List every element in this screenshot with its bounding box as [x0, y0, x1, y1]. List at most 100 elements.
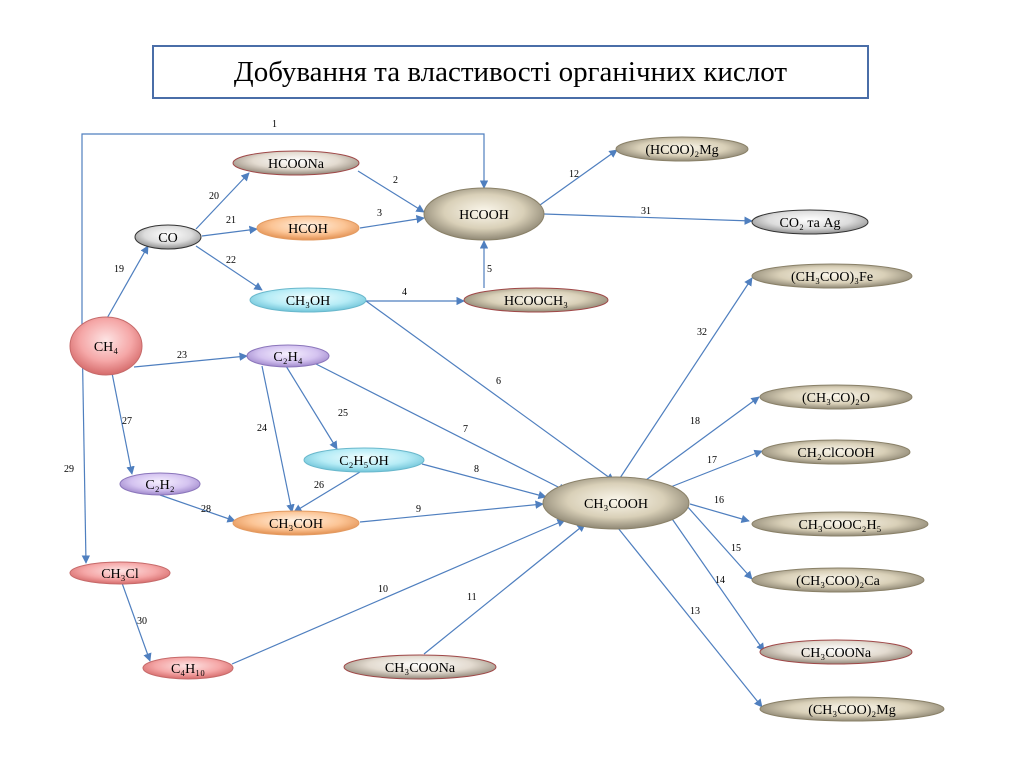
- edge-label-3: 3: [377, 208, 382, 219]
- edge-7: [315, 363, 567, 492]
- edge-27: [111, 372, 135, 475]
- node-anhydride: (CH₃CO)₂O: [759, 384, 913, 410]
- node-co: CO: [134, 224, 202, 250]
- edge-28: [159, 494, 236, 523]
- edge-32: [619, 277, 753, 479]
- svg-text:(CH₃COO)₂Ca: (CH₃COO)₂Ca: [796, 574, 880, 589]
- svg-text:HCOOCH₃: HCOOCH₃: [504, 294, 568, 309]
- svg-text:CH₃COOC₂H₅: CH₃COOC₂H₅: [798, 518, 881, 533]
- node-ch4: CH₄: [69, 316, 143, 376]
- edge-labels: 1 2 3 4 5 6 7 8 9 10 11 12 13 14 15 16 1…: [64, 119, 741, 627]
- svg-text:CO: CO: [158, 231, 177, 246]
- edge-label-24: 24: [257, 423, 267, 434]
- edge-9: [359, 500, 544, 523]
- node-hcoo2mg: (HCOO)₂Mg: [615, 136, 749, 162]
- edge-label-1: 1: [272, 119, 277, 130]
- edge-16: [689, 503, 750, 523]
- svg-text:HCOONa: HCOONa: [268, 157, 325, 172]
- node-ch3coo3fe: (CH₃COO)₃Fe: [751, 263, 913, 289]
- node-hcooh: HCOOH: [423, 187, 545, 241]
- edge-14: [667, 512, 765, 652]
- edge-label-6: 6: [496, 376, 501, 387]
- edge-12: [539, 149, 618, 206]
- edge-26: [293, 471, 361, 513]
- node-c2h4: C₂H₄: [246, 344, 330, 368]
- edge-18: [645, 396, 760, 481]
- node-hcooch3: HCOOCH₃: [463, 287, 609, 313]
- edge-label-4: 4: [402, 287, 407, 298]
- edge-30: [121, 582, 152, 662]
- edge-31: [543, 213, 753, 225]
- node-c4h10: C₄H₁₀: [142, 656, 234, 680]
- svg-text:(CH₃COO)₂Mg: (CH₃COO)₂Mg: [808, 703, 896, 718]
- edge-24: [261, 365, 295, 513]
- svg-text:HCOH: HCOH: [288, 222, 328, 237]
- edge-22: [195, 245, 263, 291]
- node-chloroacetic-acid: CH₂ClCOOH: [761, 439, 911, 465]
- svg-text:C₂H₂: C₂H₂: [145, 478, 174, 493]
- node-ch3coh: CH₃COH: [232, 510, 360, 536]
- page-title: Добування та властивості органічних кисл…: [233, 55, 788, 88]
- svg-text:(CH₃CO)₂O: (CH₃CO)₂O: [802, 391, 870, 406]
- reaction-arrows: [81, 133, 765, 708]
- node-c2h5oh: C₂H₅OH: [303, 447, 425, 473]
- svg-text:CH₃COOH: CH₃COOH: [584, 497, 648, 512]
- node-ethyl-acetate: CH₃COOC₂H₅: [751, 511, 929, 537]
- edge-20: [195, 172, 250, 230]
- edge-label-16: 16: [714, 495, 724, 506]
- edge-label-26: 26: [314, 480, 324, 491]
- edge-15: [685, 504, 753, 580]
- edge-label-31: 31: [641, 206, 651, 217]
- title-box: Добування та властивості органічних кисл…: [152, 45, 869, 99]
- edge-label-22: 22: [226, 255, 236, 266]
- edge-19: [105, 245, 149, 321]
- edge-25: [285, 365, 338, 450]
- edge-23: [133, 352, 248, 368]
- edge-label-10: 10: [378, 584, 388, 595]
- node-co2ag: CO₂ та Ag: [751, 209, 869, 235]
- edge-29: [81, 329, 91, 564]
- node-ch3cl: CH₃Cl: [69, 561, 171, 585]
- node-hcoona: HCOONa: [232, 150, 360, 176]
- edge-label-32: 32: [697, 327, 707, 338]
- edge-label-8: 8: [474, 464, 479, 475]
- svg-text:CH₃COH: CH₃COH: [269, 517, 323, 532]
- svg-text:CH₂ClCOOH: CH₂ClCOOH: [797, 446, 874, 461]
- edge-label-17: 17: [707, 455, 717, 466]
- edge-8: [421, 463, 547, 500]
- svg-text:CO₂ та Ag: CO₂ та Ag: [780, 216, 841, 231]
- edge-3: [359, 215, 425, 229]
- reaction-nodes: CH₄ CO HCOONa HCOH CH₃OH HCOOH HCOOCH₃: [69, 136, 945, 722]
- svg-text:C₂H₅OH: C₂H₅OH: [339, 454, 388, 469]
- edge-11: [423, 523, 586, 655]
- node-calcium-acetate: (CH₃COO)₂Ca: [751, 567, 925, 593]
- node-ch3cooh: CH₃COOH: [542, 476, 690, 530]
- edge-label-23: 23: [177, 350, 187, 361]
- edge-label-28: 28: [201, 504, 211, 515]
- svg-text:CH₄: CH₄: [94, 340, 118, 355]
- svg-text:C₄H₁₀: C₄H₁₀: [171, 662, 205, 677]
- edge-label-25: 25: [338, 408, 348, 419]
- svg-text:(HCOO)₂Mg: (HCOO)₂Mg: [645, 143, 718, 158]
- edge-label-29: 29: [64, 464, 74, 475]
- svg-text:(CH₃COO)₃Fe: (CH₃COO)₃Fe: [791, 270, 873, 285]
- edge-13: [617, 527, 763, 708]
- edge-21: [201, 225, 258, 237]
- node-hcoh: HCOH: [256, 215, 360, 241]
- svg-text:C₂H₄: C₂H₄: [273, 350, 302, 365]
- edge-label-15: 15: [731, 543, 741, 554]
- node-sodium-acetate: CH₃COONa: [759, 639, 913, 665]
- svg-text:HCOOH: HCOOH: [459, 208, 509, 223]
- edge-label-13: 13: [690, 606, 700, 617]
- node-ch3coona-source: CH₃COONa: [343, 654, 497, 680]
- svg-text:CH₃Cl: CH₃Cl: [101, 567, 139, 582]
- edge-label-20: 20: [209, 191, 219, 202]
- edge-label-2: 2: [393, 175, 398, 186]
- edge-label-9: 9: [416, 504, 421, 515]
- node-ch3oh: CH₃OH: [249, 287, 367, 313]
- svg-text:CH₃COONa: CH₃COONa: [801, 646, 872, 661]
- edge-label-27: 27: [122, 416, 132, 427]
- edge-label-18: 18: [690, 416, 700, 427]
- svg-text:CH₃OH: CH₃OH: [286, 294, 331, 309]
